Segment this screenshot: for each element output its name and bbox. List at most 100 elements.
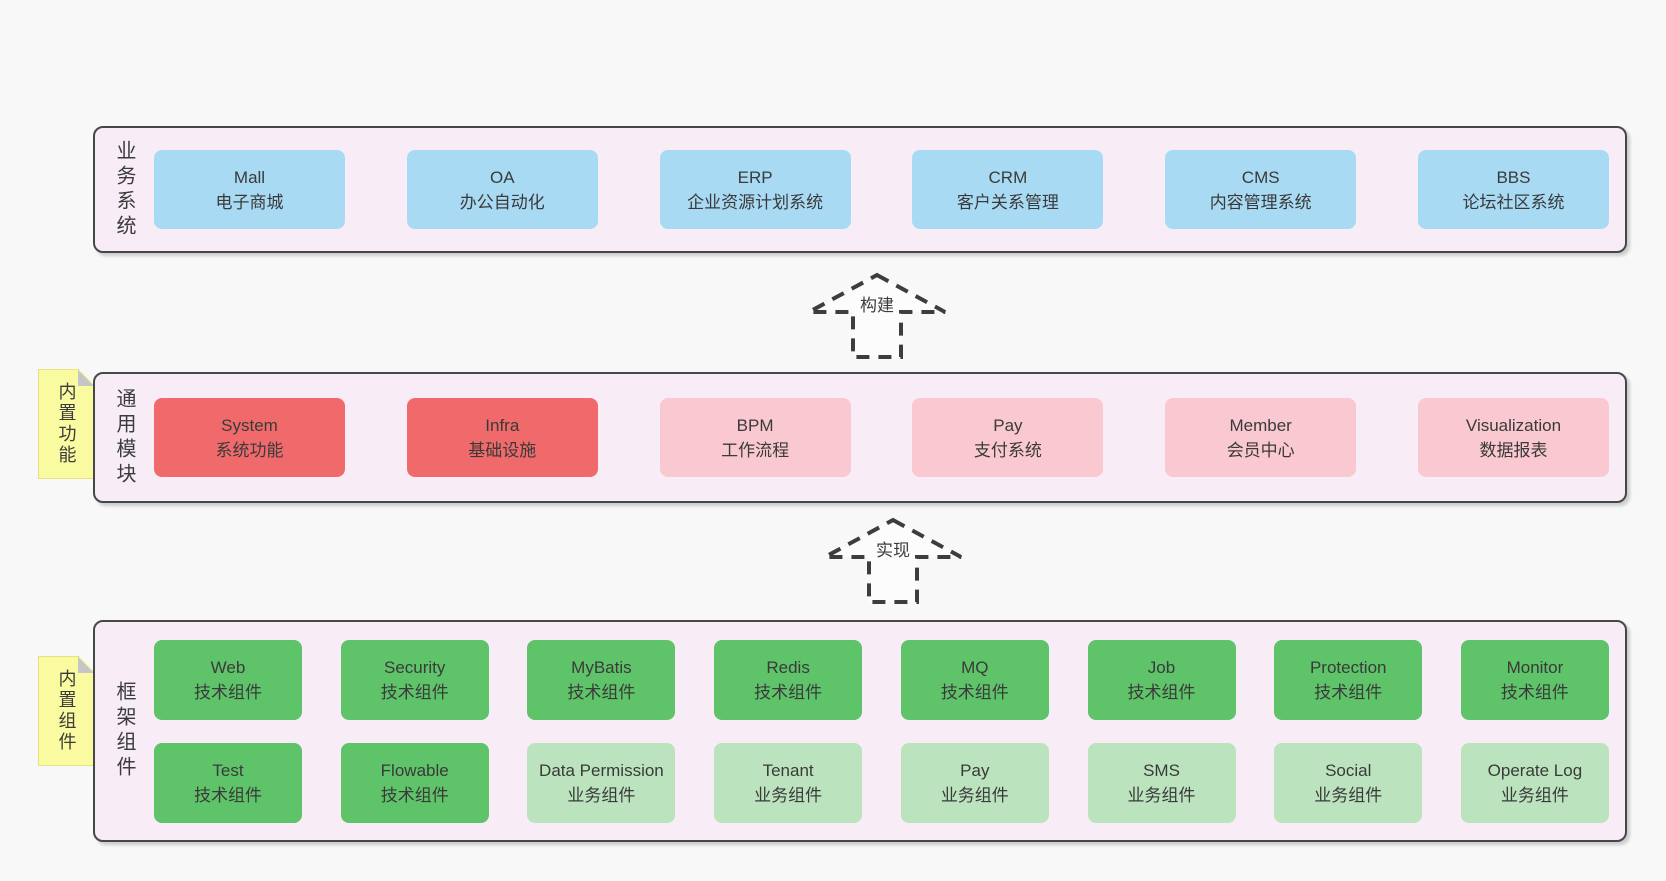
box-subtitle: 企业资源计划系统 — [687, 192, 824, 212]
box-row: System 系统功能 Infra 基础设施 BPM 工作流程 Pay — [154, 398, 1609, 477]
box-title: Pay — [960, 760, 990, 780]
box-subtitle: 业务组件 — [940, 785, 1009, 805]
box-title: Infra — [485, 415, 520, 435]
system-box: Mall 电子商城 — [154, 150, 345, 229]
module-box: Member 会员中心 — [1165, 398, 1357, 477]
panel-label-wrap: 业务系统 — [95, 128, 154, 251]
panel-business-systems: 业务系统 Mall 电子商城 OA 办公自动化 ERP — [93, 126, 1627, 253]
box-subtitle: 业务组件 — [567, 785, 636, 805]
panel-label: 通用模块 — [113, 387, 135, 488]
box-title: CRM — [988, 167, 1028, 187]
box-title: Protection — [1309, 657, 1387, 677]
box-subtitle: 内容管理系统 — [1209, 192, 1312, 212]
box-subtitle: 工作流程 — [721, 440, 790, 460]
component-box: Social 业务组件 — [1274, 742, 1423, 823]
panel-common-modules: 通用模块 System 系统功能 Infra 基础设施 BPM — [93, 372, 1627, 503]
component-box: MQ 技术组件 — [900, 639, 1049, 720]
arrow-label: 构建 — [858, 293, 896, 319]
box-title: Visualization — [1465, 415, 1562, 435]
panel-framework-components: 框架组件 Web 技术组件 Security 技术组件 MyBati — [93, 620, 1627, 842]
module-box: System 系统功能 — [154, 398, 345, 477]
box-title: Redis — [766, 657, 810, 677]
component-box: Test 技术组件 — [154, 742, 302, 823]
system-box: ERP 企业资源计划系统 — [659, 150, 851, 229]
box-title: BPM — [736, 415, 774, 435]
box-subtitle: 论坛社区系统 — [1462, 192, 1565, 212]
module-box: BPM 工作流程 — [659, 398, 851, 477]
box-row: Web 技术组件 Security 技术组件 MyBatis 技术组件 — [154, 639, 1609, 720]
box-title: Flowable — [380, 760, 449, 780]
box-subtitle: 技术组件 — [194, 785, 262, 805]
module-box: Visualization 数据报表 — [1417, 398, 1609, 477]
box-row: Mall 电子商城 OA 办公自动化 ERP 企业资源计划系统 CRM — [154, 150, 1609, 229]
box-title: Job — [1147, 657, 1176, 677]
panel-label: 业务系统 — [113, 139, 135, 240]
box-title: Mall — [233, 167, 266, 187]
box-subtitle: 业务组件 — [1500, 785, 1569, 805]
sticky-note-builtin-components: 内置组件 — [38, 656, 95, 766]
component-box: Flowable 技术组件 — [340, 742, 489, 823]
box-subtitle: 电子商城 — [215, 192, 284, 212]
panel-content: Web 技术组件 Security 技术组件 MyBatis 技术组件 — [154, 622, 1625, 840]
box-subtitle: 系统功能 — [215, 440, 284, 460]
box-subtitle: 技术组件 — [1127, 682, 1196, 702]
panel-label-wrap: 框架组件 — [95, 622, 154, 840]
sticky-note-text: 内置组件 — [56, 669, 77, 753]
system-box: CRM 客户关系管理 — [912, 150, 1104, 229]
box-title: ERP — [737, 167, 773, 187]
box-title: Social — [1325, 760, 1372, 780]
panel-label-wrap: 通用模块 — [95, 374, 154, 501]
component-box: Web 技术组件 — [154, 639, 302, 720]
component-box: Monitor 技术组件 — [1460, 639, 1609, 720]
box-title: OA — [490, 167, 515, 187]
box-subtitle: 数据报表 — [1479, 440, 1548, 460]
sticky-note-text: 内置功能 — [56, 382, 77, 466]
panel-content: System 系统功能 Infra 基础设施 BPM 工作流程 Pay — [154, 374, 1625, 501]
box-title: Web — [210, 657, 246, 677]
component-box: Protection 技术组件 — [1274, 639, 1423, 720]
component-box: SMS 业务组件 — [1087, 742, 1236, 823]
panel-label: 框架组件 — [113, 681, 135, 781]
box-title: Monitor — [1506, 657, 1564, 677]
box-row: Test 技术组件 Flowable 技术组件 Data Permission … — [154, 742, 1609, 823]
arrow-label: 实现 — [874, 538, 912, 564]
box-title: Pay — [993, 415, 1023, 435]
arrow-build: 构建 — [792, 271, 962, 361]
box-title: Security — [383, 657, 446, 677]
box-title: MQ — [961, 657, 989, 677]
box-title: Member — [1229, 415, 1292, 435]
box-title: Tenant — [762, 760, 814, 780]
box-title: MyBatis — [571, 657, 632, 677]
component-box: Tenant 业务组件 — [714, 742, 863, 823]
box-subtitle: 会员中心 — [1226, 440, 1295, 460]
system-box: CMS 内容管理系统 — [1165, 150, 1357, 229]
box-subtitle: 技术组件 — [1500, 682, 1569, 702]
sticky-note-builtin-features: 内置功能 — [38, 369, 95, 479]
box-title: System — [221, 415, 278, 435]
box-subtitle: 支付系统 — [973, 440, 1042, 460]
component-box: Pay 业务组件 — [900, 742, 1049, 823]
component-box: Redis 技术组件 — [714, 639, 863, 720]
box-subtitle: 办公自动化 — [459, 192, 545, 212]
component-box: Data Permission 业务组件 — [527, 742, 676, 823]
box-title: Data Permission — [539, 760, 664, 780]
box-subtitle: 技术组件 — [940, 682, 1009, 702]
system-box: BBS 论坛社区系统 — [1417, 150, 1609, 229]
box-title: BBS — [1496, 167, 1531, 187]
box-subtitle: 技术组件 — [380, 682, 449, 702]
box-title: Operate Log — [1487, 760, 1583, 780]
box-subtitle: 技术组件 — [380, 785, 449, 805]
component-box: MyBatis 技术组件 — [527, 639, 676, 720]
component-box: Job 技术组件 — [1087, 639, 1236, 720]
panel-content: Mall 电子商城 OA 办公自动化 ERP 企业资源计划系统 CRM — [154, 128, 1625, 251]
box-title: SMS — [1143, 760, 1180, 780]
box-subtitle: 技术组件 — [567, 682, 636, 702]
module-box: Infra 基础设施 — [406, 398, 598, 477]
box-subtitle: 业务组件 — [1127, 785, 1196, 805]
box-subtitle: 基础设施 — [468, 440, 537, 460]
box-subtitle: 业务组件 — [754, 785, 823, 805]
component-box: Operate Log 业务组件 — [1460, 742, 1609, 823]
box-subtitle: 技术组件 — [194, 682, 262, 702]
box-title: Test — [212, 760, 244, 780]
box-subtitle: 客户关系管理 — [956, 192, 1059, 212]
